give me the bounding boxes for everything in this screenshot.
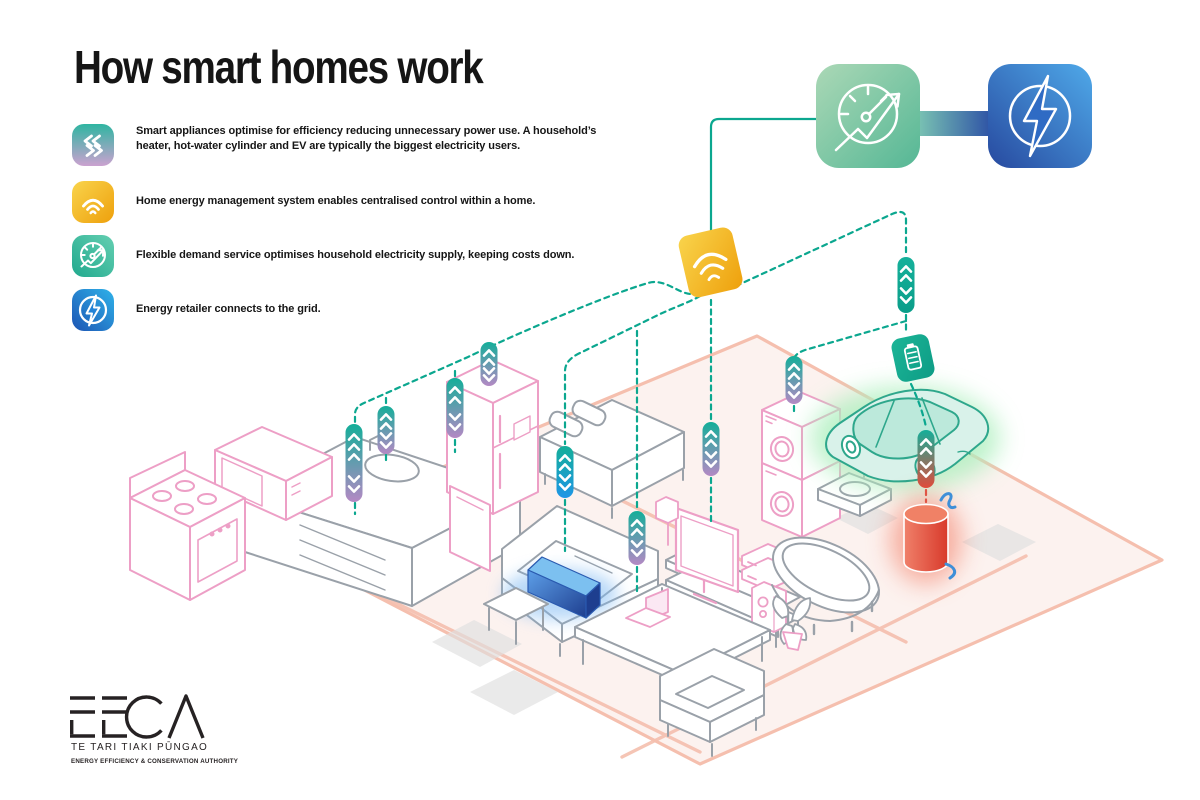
dashed-line-laundry xyxy=(792,319,908,362)
wifi-icon xyxy=(72,181,114,223)
oven-stove xyxy=(129,451,246,601)
door-panel xyxy=(449,485,491,572)
stool xyxy=(483,587,549,645)
wifi-hub-icon xyxy=(678,227,743,298)
plant xyxy=(772,595,812,651)
legend: Smart appliances optimise for efficiency… xyxy=(0,0,640,360)
legend-item-smart-appliances: Smart appliances optimise for efficiency… xyxy=(72,124,621,166)
legend-item-flexible-demand: Flexible demand service optimises househ… xyxy=(72,235,621,277)
legend-text-smart-appliances: Smart appliances optimise for efficiency… xyxy=(136,125,597,153)
legend-text-home-energy-management: Home energy management system enables ce… xyxy=(136,195,536,208)
dashed-line-living xyxy=(563,294,702,446)
water-pipe xyxy=(944,562,957,580)
gauge-icon xyxy=(834,83,901,152)
eeca-logo-letters xyxy=(70,694,205,739)
logo-maori-name: TE TARI TIAKI PŪNGAO xyxy=(71,742,209,753)
flexibility-badges xyxy=(345,257,935,565)
laptop xyxy=(625,588,671,628)
bolt-icon xyxy=(72,289,114,331)
flex-badge-laundry xyxy=(785,356,803,404)
dashed-line-kitchen xyxy=(353,280,701,425)
chevrons-icon xyxy=(72,124,114,166)
flexible-demand-grid-icon xyxy=(816,64,920,168)
hub-to-grid-line xyxy=(709,117,818,234)
dashed-line-ev xyxy=(734,210,908,288)
legend-text-energy-retailer: Energy retailer connects to the grid. xyxy=(136,303,321,316)
gauge-icon xyxy=(72,235,114,277)
flex-badge-ev xyxy=(917,430,935,488)
flex-badge-stove xyxy=(345,424,363,502)
flex-badge-laptop xyxy=(628,511,646,565)
flex-badge-heater xyxy=(556,446,574,498)
bolt-icon xyxy=(1008,74,1072,158)
flex-badge-sink xyxy=(446,378,464,438)
flex-badge-microwave xyxy=(377,406,395,454)
hems-connections xyxy=(353,117,928,593)
legend-item-energy-retailer: Energy retailer connects to the grid. xyxy=(72,289,621,331)
flex-badge-fridge xyxy=(480,342,498,386)
grid-connector-bar xyxy=(916,111,994,136)
bathroom-sink xyxy=(817,464,892,517)
hot-water-cylinder xyxy=(890,492,962,584)
grid-diagram xyxy=(816,64,1092,168)
legend-text-flexible-demand: Flexible demand service optimises househ… xyxy=(136,249,575,262)
armchair xyxy=(659,648,765,757)
flex-badge-ev-line xyxy=(897,257,915,313)
tv xyxy=(674,506,740,605)
legend-item-home-energy-management: Home energy management system enables ce… xyxy=(72,181,621,223)
logo-full-name: ENERGY EFFICIENCY & CONSERVATION AUTHORI… xyxy=(71,758,239,765)
floor-rugs xyxy=(432,503,1036,715)
energy-retailer-grid-icon xyxy=(988,64,1092,168)
electric-vehicle xyxy=(810,386,1000,490)
eeca-logo: TE TARI TIAKI PŪNGAO ENERGY EFFICIENCY &… xyxy=(70,694,290,765)
page-title: How smart homes work xyxy=(74,41,484,93)
microwave xyxy=(214,426,333,521)
flex-badge-tv xyxy=(702,422,720,476)
water-pipe xyxy=(939,492,957,509)
battery-icon xyxy=(891,334,935,382)
